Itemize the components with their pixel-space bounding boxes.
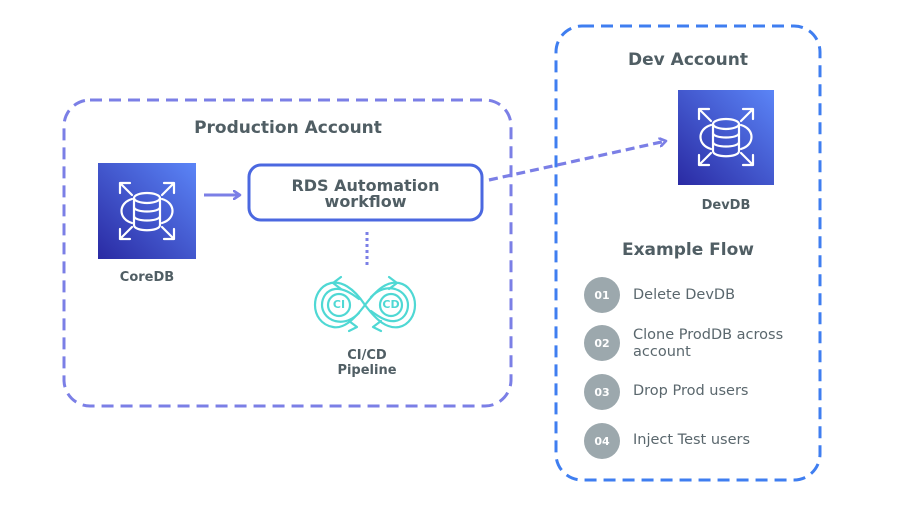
pipeline-label-line2: Pipeline <box>337 363 397 378</box>
step-text: Drop Prod users <box>633 383 749 399</box>
coredb-rds-icon <box>98 163 196 259</box>
step-text: Delete DevDB <box>633 287 736 303</box>
example-flow-title: Example Flow <box>621 240 755 260</box>
step-text: Inject Test users <box>633 432 751 448</box>
workflow-label-line1: RDS Automation <box>291 176 440 195</box>
workflow-label-line2: workflow <box>324 192 407 211</box>
devdb-label: DevDB <box>701 198 751 213</box>
cd-text: CD <box>382 298 400 311</box>
step-text-line1: Clone ProdDB across <box>633 327 784 343</box>
ci-text: CI <box>332 298 346 311</box>
flow-step: 01 Delete DevDB <box>584 277 814 317</box>
step-text-line2: account <box>633 344 691 360</box>
flow-step: 04 Inject Test users <box>584 423 814 463</box>
production-account-boundary <box>62 98 513 408</box>
pipeline-label: CI/CD Pipeline <box>317 348 417 378</box>
workflow-to-devdb-arrow <box>488 141 666 182</box>
ci-cd-infinity-icon <box>313 275 417 333</box>
workflow-box[interactable] <box>247 163 484 222</box>
flow-step: 02 Clone ProdDB across account <box>584 325 814 365</box>
dev-account-boundary <box>554 24 822 482</box>
dev-account-title: Dev Account <box>628 50 748 70</box>
workflow-label[interactable]: RDS Automation workflow <box>249 178 482 210</box>
step-badge: 01 <box>584 277 620 313</box>
devdb-rds-icon <box>678 90 774 185</box>
step-badge: 03 <box>584 374 620 410</box>
step-badge: 04 <box>584 423 620 459</box>
flow-step: 03 Drop Prod users <box>584 374 814 414</box>
pipeline-label-line1: CI/CD <box>347 348 387 363</box>
production-account-title: Production Account <box>194 118 382 138</box>
step-badge: 02 <box>584 325 620 361</box>
coredb-label: CoreDB <box>119 270 175 285</box>
